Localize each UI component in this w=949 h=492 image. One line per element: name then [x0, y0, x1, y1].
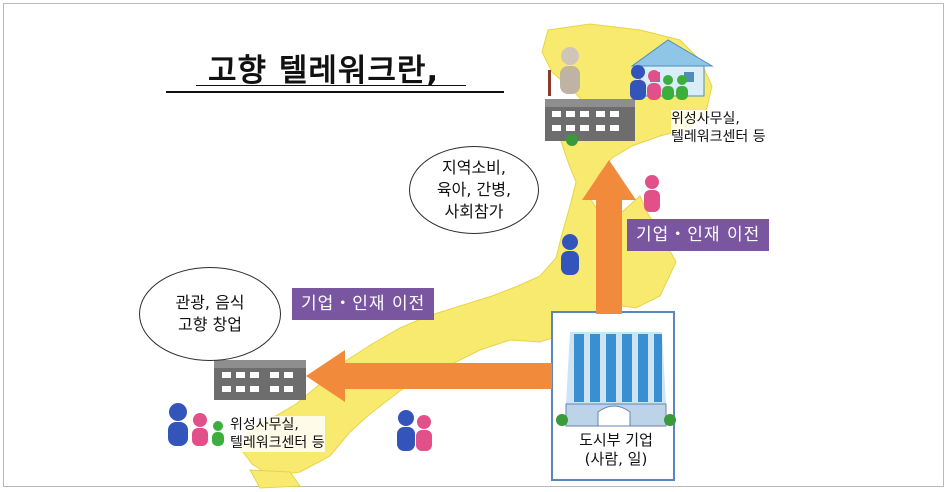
- slide-frame: [3, 3, 944, 487]
- elderly-person-icon: [548, 47, 580, 96]
- bubble-local-life: 지역소비, 육아, 간병, 사회참가: [409, 146, 539, 234]
- person-pink-icon: [644, 175, 660, 212]
- family-left-icon: [168, 403, 224, 446]
- person-blue-icon: [561, 234, 579, 275]
- banner-relocation-left: 기업・인재 이전: [292, 288, 435, 320]
- family-top-icon: [630, 65, 688, 100]
- label-satellite-top: 위성사무실, 텔레워크센터 등: [671, 110, 766, 146]
- bubble-local-life-text: 지역소비, 육아, 간병, 사회참가: [436, 158, 512, 221]
- satellite-office-left-icon: [214, 360, 306, 400]
- satellite-office-top-icon: [545, 99, 635, 146]
- hq-building-icon: [556, 332, 676, 427]
- couple-icon: [397, 410, 432, 451]
- arrow-up: [582, 160, 636, 314]
- bubble-tourism-text: 관광, 음식 고향 창업: [175, 293, 245, 334]
- arrow-left: [306, 350, 552, 402]
- title-underline: [166, 91, 504, 93]
- bubble-tourism: 관광, 음식 고향 창업: [139, 267, 281, 361]
- page-title: 고향 텔레워크란,: [208, 53, 440, 89]
- title-underline-inner: [196, 85, 466, 86]
- banner-relocation-top: 기업・인재 이전: [627, 219, 770, 251]
- label-hq: 도시부 기업 (사람, 일): [579, 431, 653, 468]
- label-satellite-bottom: 위성사무실, 텔레워크센터 등: [230, 416, 325, 452]
